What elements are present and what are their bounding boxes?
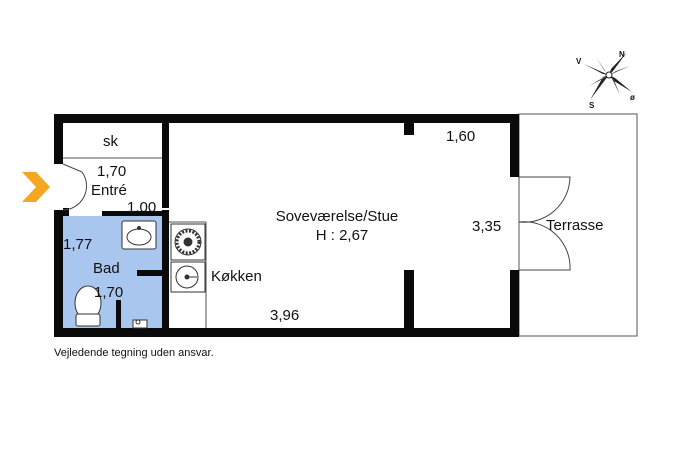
terrace-outline	[518, 113, 638, 337]
terrace-door	[518, 176, 571, 271]
compass-icon: N V ø S	[576, 50, 635, 110]
thin-lines	[63, 157, 207, 328]
disclaimer-text: Vejledende tegning uden ansvar.	[54, 347, 214, 359]
dim-living-top: 1,60	[446, 128, 475, 145]
dim-living-bottom: 3,96	[270, 307, 299, 324]
room-label-kitchen: Køkken	[211, 268, 262, 285]
room-label-entre: Entré	[91, 182, 127, 199]
room-label-sk: sk	[103, 133, 119, 150]
toilet-icon	[74, 285, 102, 327]
stove-icon	[170, 223, 206, 261]
dim-bath-width: 1,77	[63, 236, 92, 253]
bath-fixture-icon	[132, 319, 148, 329]
bathroom-sink-icon	[121, 220, 157, 250]
entry-door	[62, 163, 87, 211]
interior-walls	[63, 123, 414, 328]
dim-entrance-width: 1,70	[97, 163, 126, 180]
entry-arrow-icon	[22, 172, 50, 202]
compass-o: ø	[630, 93, 635, 102]
room-label-bad: Bad	[93, 260, 120, 277]
kitchen-sink-icon	[170, 261, 206, 293]
room-label-terrace: Terrasse	[546, 217, 604, 234]
dim-living-height: 3,35	[472, 218, 501, 235]
compass-n: N	[619, 50, 625, 59]
dim-entrance-depth: 1,00	[127, 199, 156, 216]
outer-walls	[54, 114, 519, 337]
compass-s: S	[589, 101, 595, 110]
dim-bath-depth: 1,70	[94, 284, 123, 301]
room-label-living: Soveværelse/Stue	[276, 208, 399, 225]
room-height: H : 2,67	[316, 227, 369, 244]
compass-v: V	[576, 57, 582, 66]
